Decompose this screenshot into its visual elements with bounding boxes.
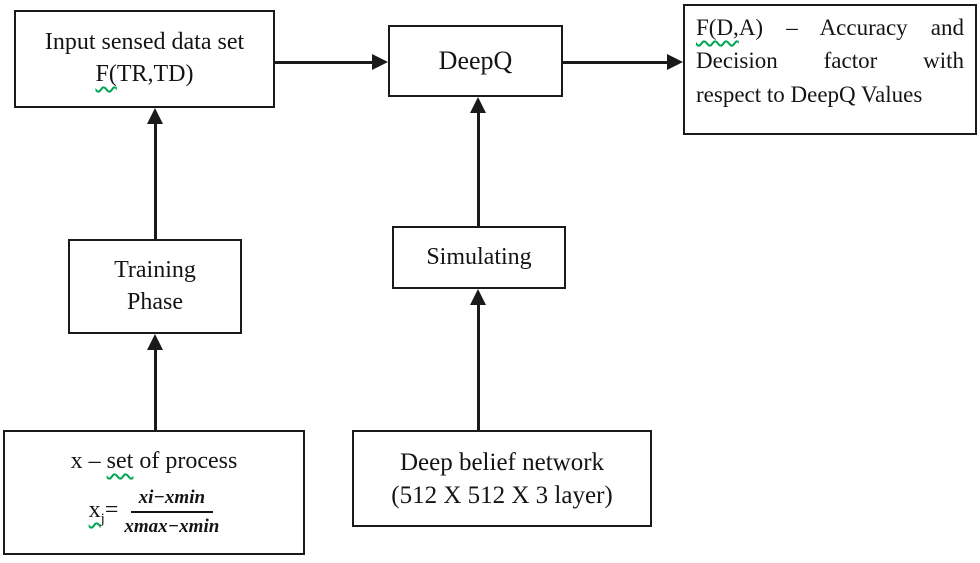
accuracy-line3: respect to DeepQ Values [696, 81, 923, 107]
arrow-line [154, 123, 157, 240]
input-sensed-line1-text: Input sensed data set [44, 29, 245, 56]
fraction-denominator: xmax−xmin [124, 516, 220, 538]
arrow-line [477, 304, 480, 431]
box-accuracy-output: F(D,A) – Accuracy and Decision factor wi… [683, 4, 977, 135]
box-input-sensed-data: Input sensed data set F(TR,TD) [14, 10, 275, 108]
arrow-head-up-icon [470, 289, 486, 305]
accuracy-line2: Decision factor with [696, 48, 964, 74]
arrow-head-up-icon [147, 108, 163, 124]
formula-var-squiggle: xj [88, 497, 105, 527]
input-sensed-line2-text: TR,TD) [116, 61, 194, 87]
arrow-head-up-icon [470, 97, 486, 113]
process-set-squiggle: set [106, 447, 134, 474]
formula-fraction: xi−xmin xmax−xmin [124, 486, 219, 540]
formula-equals: = [104, 497, 119, 524]
box-simulating: Simulating [392, 226, 566, 289]
process-line1-post: of process [133, 447, 238, 474]
dbn-line1: Deep belief network [399, 448, 605, 476]
formula-subscript: j [100, 510, 105, 527]
box-deepq: DeepQ [388, 25, 563, 97]
input-sensed-f-squiggle: F( [95, 61, 117, 87]
formula-lhs: xj= [89, 495, 119, 530]
deepq-label: DeepQ [438, 45, 513, 75]
process-line1-pre: x – [70, 447, 107, 474]
input-sensed-line1: Input sensed data set [45, 27, 244, 59]
arrow-line [563, 61, 668, 64]
input-sensed-line2: F(TR,TD) [96, 59, 194, 91]
arrow-line [477, 112, 480, 227]
arrow-head-up-icon [147, 334, 163, 350]
training-line2: Phase [127, 288, 183, 315]
training-line1: Training [114, 256, 196, 283]
accuracy-line1-text: A) – Accuracy and [738, 15, 964, 40]
arrow-head-right-icon [667, 54, 683, 70]
fraction-numerator: xi−xmin [130, 486, 214, 514]
box-training-phase: Training Phase [68, 239, 242, 334]
arrow-line [275, 61, 373, 64]
simulating-label: Simulating [426, 243, 532, 270]
process-line1: x – set of process [71, 446, 238, 478]
box-x-set-of-process: x – set of process xj= xi−xmin xmax−xmin [3, 430, 305, 555]
dbn-line2: (512 X 512 X 3 layer) [391, 481, 613, 509]
arrow-head-right-icon [372, 54, 388, 70]
accuracy-fda-squiggle: F(D, [696, 15, 739, 40]
accuracy-line1: F(D,A) – Accuracy and [696, 11, 964, 44]
formula-var: x [88, 497, 101, 524]
box-deep-belief-network: Deep belief network (512 X 512 X 3 layer… [352, 430, 652, 527]
arrow-line [154, 349, 157, 431]
normalization-formula: xj= xi−xmin xmax−xmin [89, 486, 220, 540]
